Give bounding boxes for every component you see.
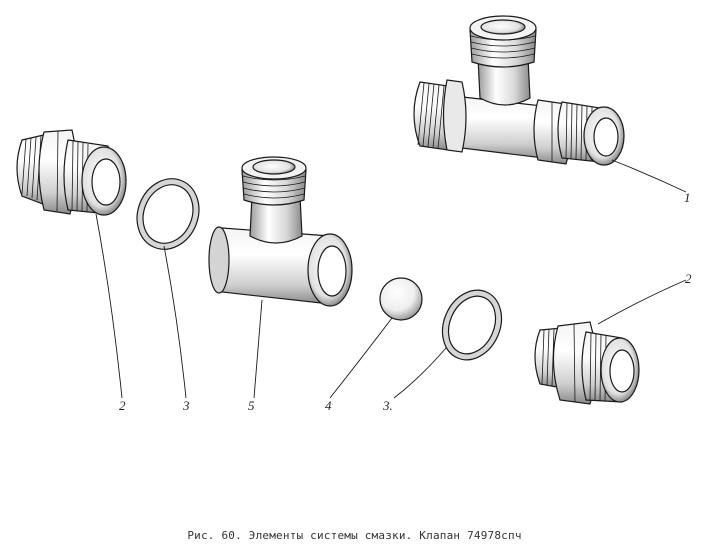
label-part-3-left: 3 bbox=[183, 398, 190, 413]
leader-line-5 bbox=[254, 300, 262, 398]
label-part-2-right: 2 bbox=[685, 271, 692, 286]
part-3-washer-left bbox=[127, 169, 210, 258]
leader-line-3-right bbox=[394, 348, 446, 398]
label-part-4: 4 bbox=[325, 398, 332, 413]
figure-caption: Рис. 60. Элементы системы смазки. Клапан… bbox=[187, 529, 522, 542]
label-part-2-left: 2 bbox=[119, 398, 126, 413]
part-2-union-left bbox=[17, 130, 126, 215]
label-part-3-right: 3. bbox=[383, 398, 393, 413]
leader-lines bbox=[96, 160, 686, 398]
part-5-tee-body bbox=[209, 157, 352, 306]
label-part-1: 1 bbox=[684, 190, 691, 205]
leader-line-4 bbox=[330, 318, 392, 398]
part-4-ball bbox=[380, 278, 422, 320]
leader-line-3-left bbox=[164, 246, 186, 398]
leader-line-1 bbox=[612, 160, 686, 192]
leader-line-2-right bbox=[598, 280, 686, 324]
part-1-tee-assembly bbox=[414, 16, 624, 165]
part-3-washer-right bbox=[432, 281, 512, 370]
part-2-union-right bbox=[535, 322, 639, 404]
label-part-5: 5 bbox=[248, 398, 255, 413]
leader-line-2-left bbox=[96, 214, 122, 398]
